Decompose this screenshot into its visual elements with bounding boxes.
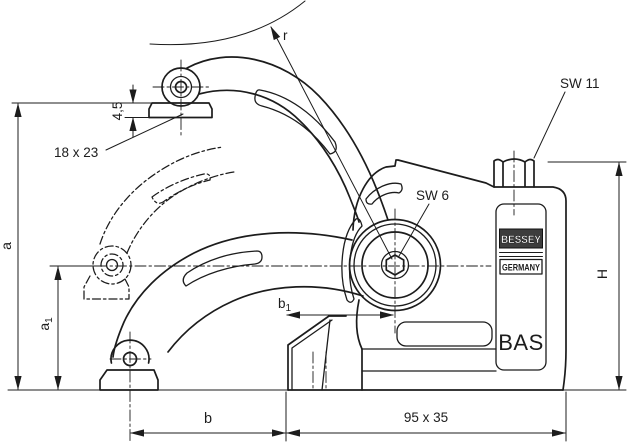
clamp-body xyxy=(287,158,567,391)
bottom-foot-centerlines xyxy=(109,331,152,442)
bottom-foot-pad xyxy=(99,369,159,391)
extension-lines xyxy=(7,102,627,442)
body-right-profile xyxy=(533,186,567,391)
bottom-foot-boss xyxy=(110,339,150,364)
phantom-arm-outer-edge xyxy=(99,146,224,245)
phantom-boss-outer-circle xyxy=(92,245,132,285)
sw11-leader xyxy=(533,91,566,159)
body-front-cutout xyxy=(396,321,493,347)
sw11-label: SW 11 xyxy=(560,76,600,91)
phantom-boss-hole xyxy=(105,258,119,272)
dim-b1-sub: 1 xyxy=(286,303,292,314)
base-step-lines xyxy=(361,348,497,372)
bottom-arm-outer-edge xyxy=(112,231,353,358)
body-top-profile xyxy=(352,159,495,231)
pad-thickness-label: 4,5 xyxy=(110,102,125,121)
phantom-boss-mid-circle xyxy=(100,253,124,277)
body-left-prow xyxy=(287,315,330,391)
top-foot-pad xyxy=(148,102,213,119)
radius-label: r xyxy=(283,28,288,43)
dim-a1-sub: 1 xyxy=(44,317,55,323)
sw6-leader xyxy=(398,203,430,257)
hub-to-base-fillet xyxy=(355,299,363,350)
pad-size-leader xyxy=(105,113,184,151)
label-panel-outline xyxy=(495,203,547,371)
swing-radius-arc xyxy=(149,0,306,46)
base-plate-label: 95 x 35 xyxy=(404,410,448,425)
top-arm-outer-edge xyxy=(186,56,389,221)
top-foot-boss-mid xyxy=(169,75,193,99)
arm-top-position xyxy=(148,56,389,223)
top-arm-inner-edge xyxy=(198,89,360,223)
dim-b-label: b xyxy=(204,411,212,427)
bottom-foot-hole xyxy=(122,351,138,367)
hub-boss-circle xyxy=(361,231,429,299)
dim-h-label: H xyxy=(594,269,610,279)
web-slant-line xyxy=(321,319,331,391)
bottom-arm-slot xyxy=(182,250,263,287)
body-left-prow-inner xyxy=(291,319,333,391)
bessey-logo: BESSEY xyxy=(501,234,542,246)
dim-b1-label: b1 xyxy=(278,296,292,314)
bessey-logo-box xyxy=(499,228,543,249)
radius-arrow-line xyxy=(270,26,393,260)
bottom-arm-inner-edge xyxy=(167,285,364,353)
top-foot-hole xyxy=(174,80,188,94)
hub-hex-socket-sw6 xyxy=(385,254,405,276)
hub-ring-circle xyxy=(353,223,437,307)
pad-size-label: 18 x 23 xyxy=(54,145,98,160)
dim-a1-label: a1 xyxy=(36,317,55,331)
top-arm-slot xyxy=(254,89,337,155)
panel-divider-lines xyxy=(499,252,543,257)
hub-hex-ring xyxy=(380,250,410,280)
branding-panel: BESSEY GERMANY BAS xyxy=(495,203,547,371)
cam-arc-slot-top xyxy=(365,182,403,205)
sw6-label: SW 6 xyxy=(416,188,449,203)
phantom-arm-mid-position xyxy=(83,146,235,300)
arm-bottom-position xyxy=(99,231,364,391)
cam-arc-slot-left xyxy=(341,218,363,303)
hex-nut-sw11 xyxy=(493,158,535,188)
top-foot-boss-outer xyxy=(161,67,201,107)
model-label: BAS xyxy=(498,330,544,355)
dim-b1-base: b xyxy=(278,296,286,311)
phantom-arm-inner-edge xyxy=(126,171,235,254)
phantom-arm-slot xyxy=(151,173,211,204)
germany-label: GERMANY xyxy=(502,263,541,274)
dim-a1-base: a xyxy=(36,323,52,331)
phantom-foot-pad xyxy=(83,275,130,300)
germany-box xyxy=(499,258,543,275)
dim-a-label: a xyxy=(0,242,14,250)
